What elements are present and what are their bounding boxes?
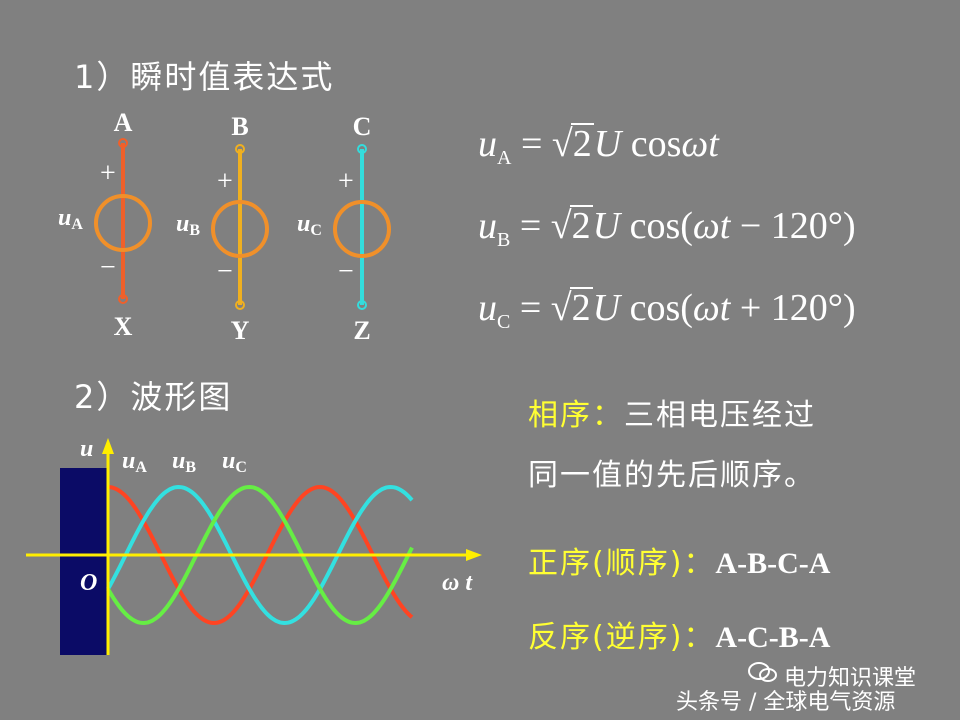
source-a-minus: −	[100, 252, 116, 283]
terminal-c: C	[352, 112, 372, 141]
negative-sequence: 反序(逆序)：A-C-B-A	[528, 620, 831, 655]
watermark-line2: 头条号 / 全球电气资源	[676, 690, 896, 715]
wave-label-ub: uB	[172, 448, 197, 476]
watermark-line1: 电力知识课堂	[784, 666, 917, 691]
y-axis-label: u	[80, 436, 94, 462]
waveform-panel	[60, 468, 108, 655]
equation-ua: uA = √2U cosωt	[478, 123, 719, 169]
source-a-symbol	[94, 138, 152, 304]
terminal-a: A	[113, 108, 133, 137]
phase-sequence-line1: 相序：三相电压经过	[528, 398, 816, 433]
y-axis-arrow	[102, 438, 114, 454]
source-a-label: uA	[58, 205, 83, 233]
waveform-diagram	[26, 438, 482, 655]
x-axis-arrow	[466, 549, 482, 561]
source-c-symbol	[333, 144, 391, 310]
equation-ub: uB = √2U cos(ωt − 120°)	[478, 205, 856, 251]
terminal-y: Y	[230, 316, 250, 345]
section1-title: 1）瞬时值表达式	[74, 58, 335, 96]
terminal-b: B	[231, 112, 249, 141]
equation-uc: uC = √2U cos(ωt + 120°)	[478, 287, 856, 333]
source-c-label: uC	[297, 211, 322, 239]
section2-title: 2）波形图	[74, 378, 233, 416]
source-c-minus: −	[338, 256, 354, 287]
terminal-z: Z	[353, 316, 371, 345]
source-b-label: uB	[176, 211, 201, 239]
wechat-icon	[748, 661, 778, 683]
source-b-symbol	[211, 144, 269, 310]
source-a-plus: +	[100, 158, 116, 189]
x-axis-label: ω t	[442, 570, 473, 596]
wave-ua	[107, 484, 414, 626]
terminal-x: X	[113, 312, 133, 341]
source-b-plus: +	[217, 166, 233, 197]
wave-uc	[106, 484, 414, 626]
wave-label-uc: uC	[222, 448, 247, 476]
wave-label-ua: uA	[122, 448, 147, 476]
wave-ub	[106, 484, 414, 626]
origin-label: O	[80, 570, 98, 596]
positive-sequence: 正序(顺序)：A-B-C-A	[528, 546, 831, 581]
source-c-plus: +	[338, 166, 354, 197]
phase-sequence-line2: 同一值的先后顺序。	[528, 458, 816, 493]
source-b-minus: −	[217, 256, 233, 287]
voltage-sources	[94, 138, 391, 310]
